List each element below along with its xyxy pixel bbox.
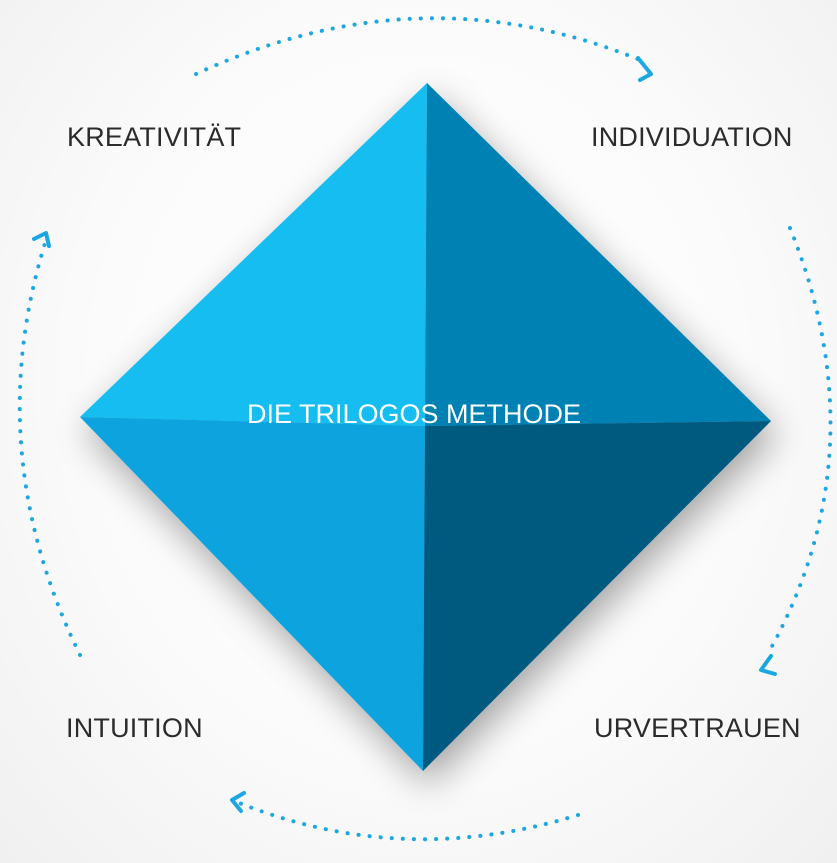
diamond-pyramid	[80, 83, 771, 771]
label-urvertrauen: URVERTRAUEN	[594, 713, 801, 743]
dotted-arc-right	[768, 226, 833, 652]
center-title: DIE TRILOGOS METHODE	[247, 399, 582, 429]
face-bottom-left	[80, 417, 425, 771]
arrowhead-bottom-left-icon	[230, 791, 246, 813]
label-kreativitaet: KREATIVITÄT	[67, 122, 242, 152]
arrowheads	[32, 56, 777, 813]
label-individuation: INDIVIDUATION	[591, 122, 793, 152]
arrowhead-bottom-right-icon	[759, 654, 777, 676]
dotted-arc-left	[17, 238, 82, 657]
arrowhead-top-right-icon	[636, 56, 653, 82]
face-bottom-right	[423, 421, 771, 771]
dotted-arc-top	[194, 16, 642, 76]
dotted-cycle-arrows	[17, 16, 833, 842]
arrowhead-top-left-icon	[32, 231, 51, 248]
face-top-right	[425, 83, 771, 426]
face-top-left	[80, 83, 427, 426]
label-intuition: INTUITION	[66, 713, 203, 743]
dotted-arc-bottom	[230, 798, 580, 842]
